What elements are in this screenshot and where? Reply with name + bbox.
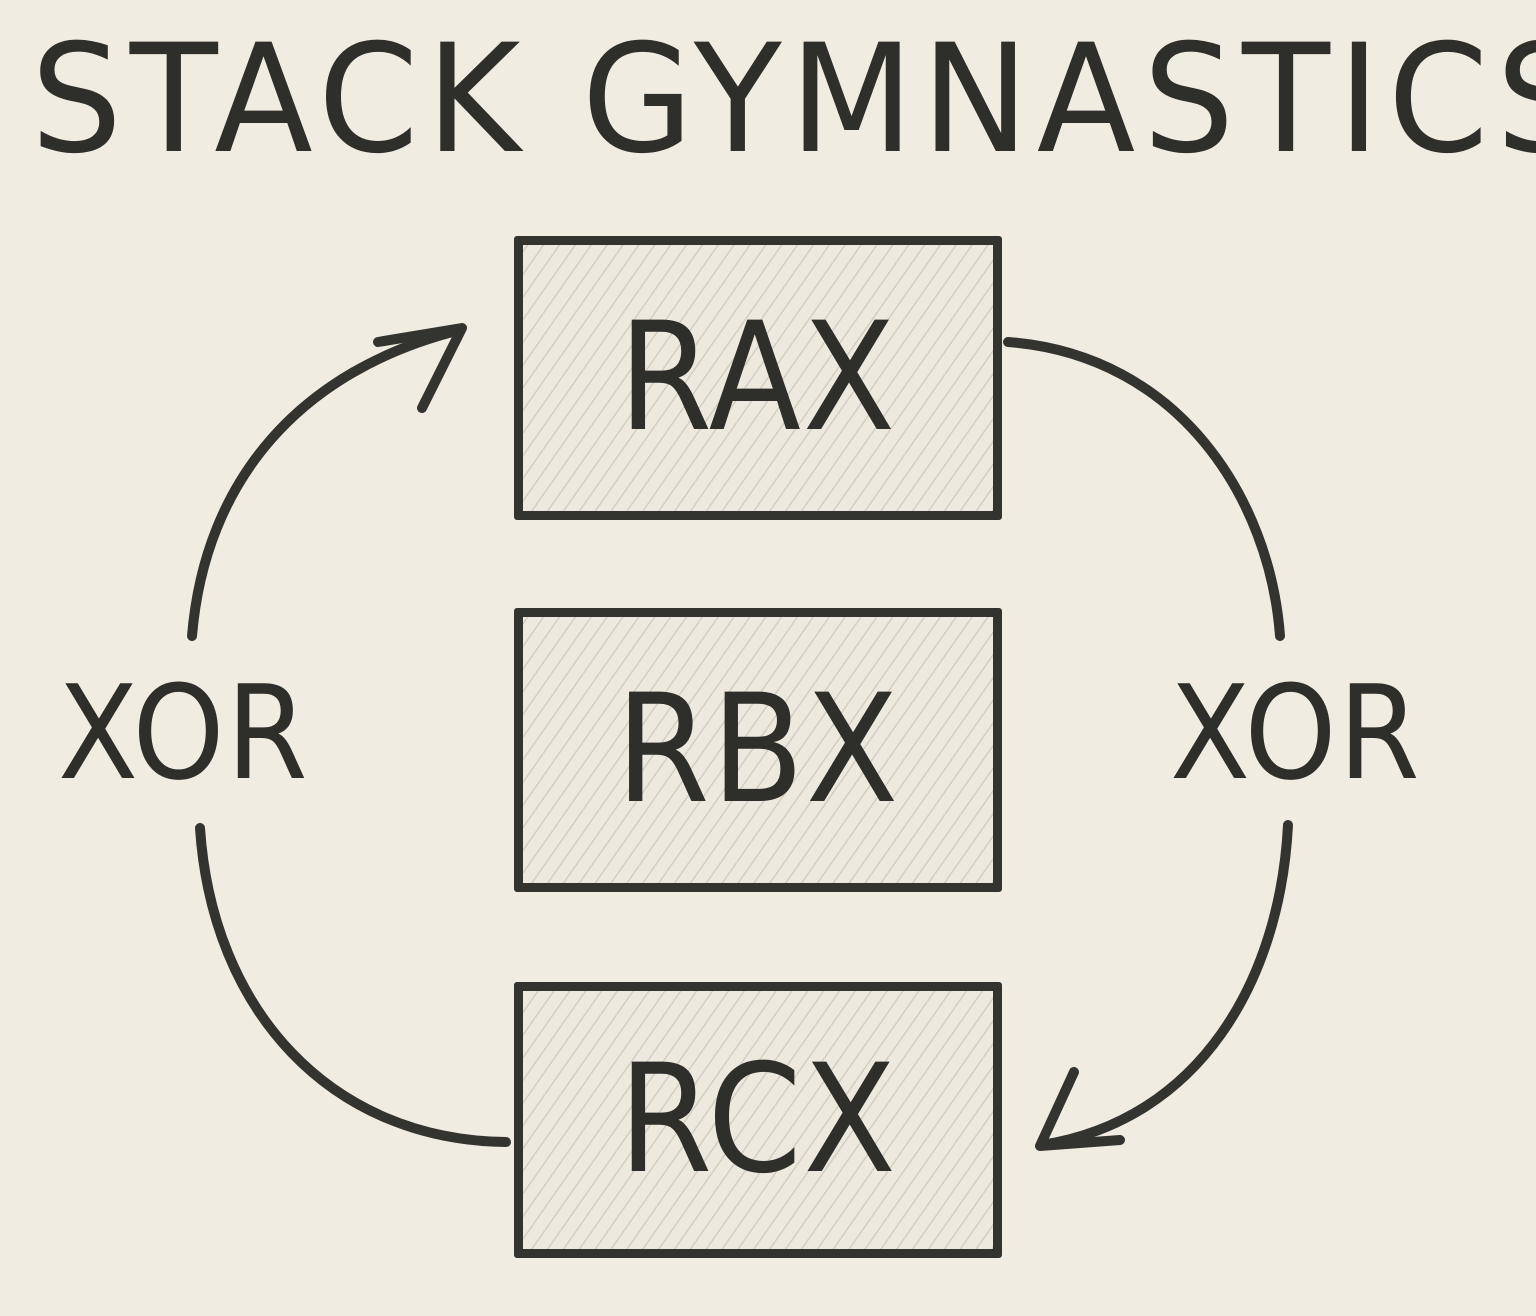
- arrow-right-upper: [1003, 337, 1285, 641]
- register-label-rcx: RCX: [618, 1033, 898, 1207]
- operation-label-right: XOR: [1169, 657, 1422, 809]
- arrow-left-lower: [195, 823, 511, 1147]
- arrowhead-right-lower: [1035, 1067, 1125, 1151]
- register-label-rax: RAX: [618, 291, 898, 465]
- diagram-title: STACK GYMNASTICS: [30, 13, 1536, 187]
- arrow-right-lower: [1037, 820, 1293, 1150]
- register-box-rax: RAX: [514, 236, 1002, 520]
- operation-label-left: XOR: [57, 657, 310, 809]
- register-label-rbx: RBX: [615, 663, 901, 837]
- arrow-left-upper: [187, 325, 465, 641]
- arrowhead-left-upper: [373, 323, 467, 413]
- register-box-rcx: RCX: [514, 982, 1002, 1258]
- register-box-rbx: RBX: [514, 608, 1002, 892]
